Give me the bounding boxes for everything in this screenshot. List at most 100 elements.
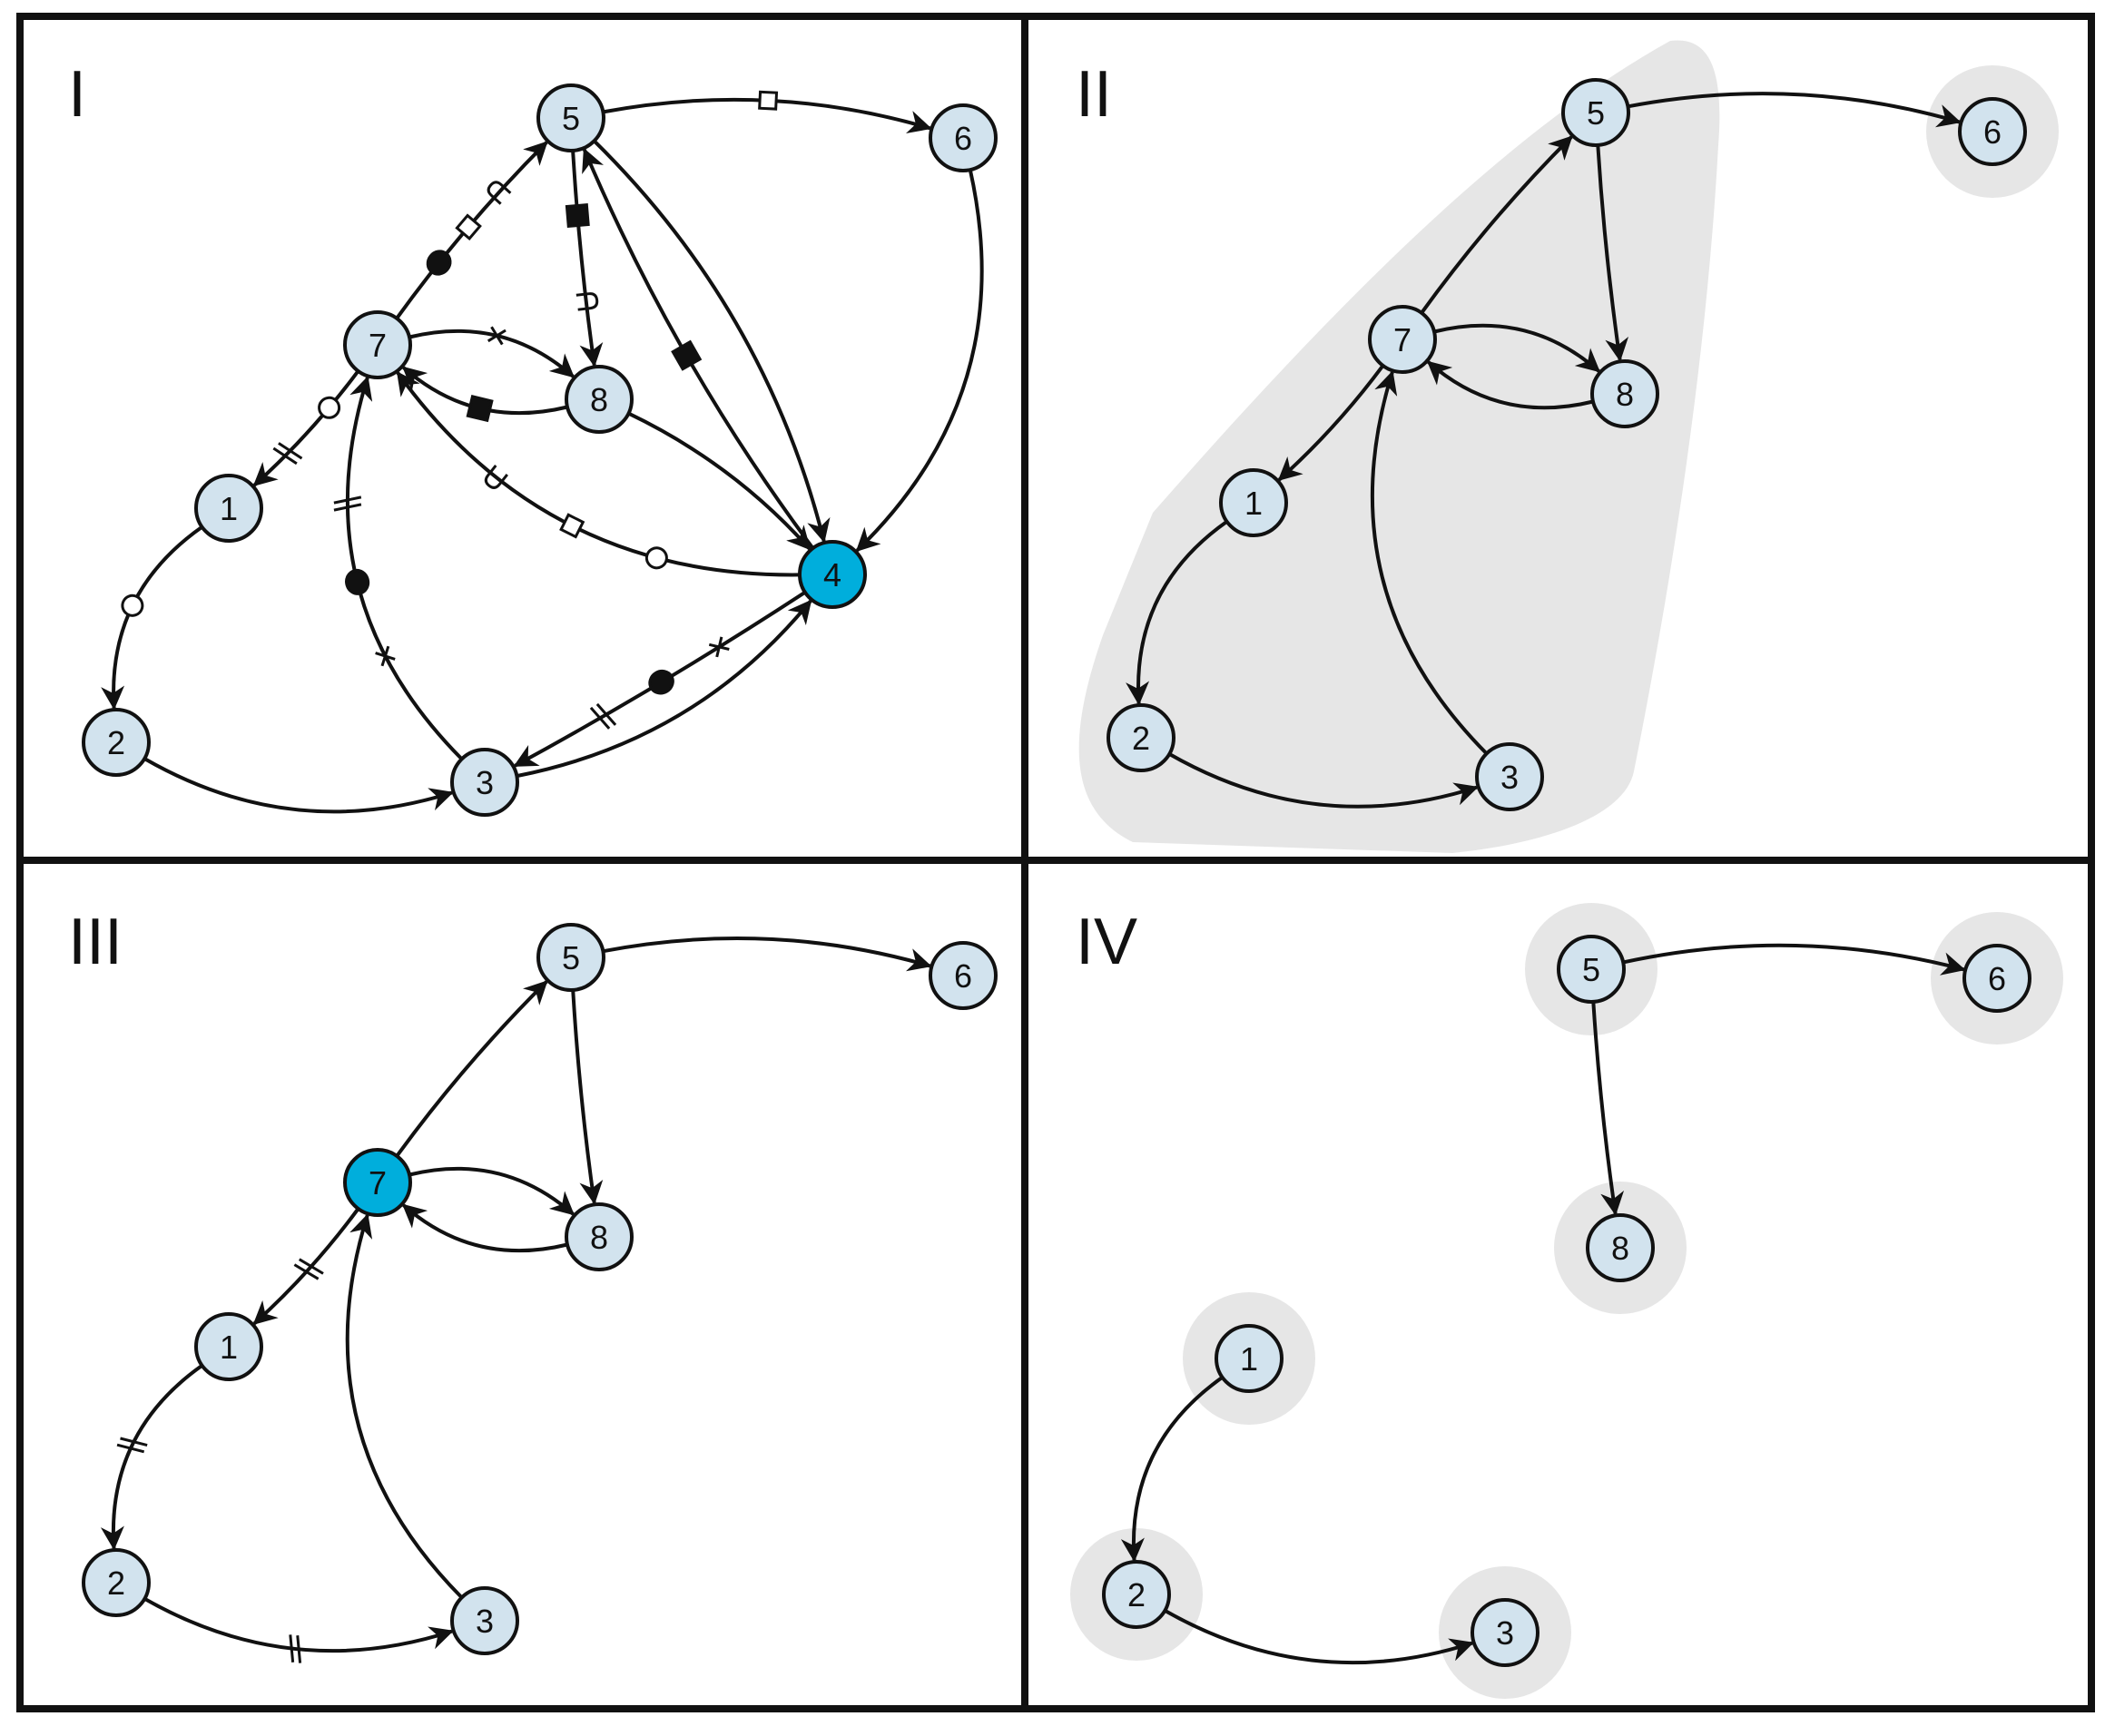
panel-I-node-5: 5 (536, 83, 605, 152)
panel-IV-node-6: 6 (1962, 944, 2031, 1013)
panel-I-edge-7-5-mark-hook (487, 181, 512, 205)
panel-I-node-6-circle (929, 103, 998, 172)
panel-III-node-8: 8 (565, 1202, 634, 1271)
edge-marks-layer (116, 90, 779, 1663)
panel-I-edge-4-7-mark-square (559, 513, 585, 539)
panel-III-node-3-circle (450, 1586, 519, 1655)
panel-II-node-1-circle (1219, 468, 1288, 537)
panel-I-node-1: 1 (194, 474, 263, 543)
panel-III-edge-1-2-mark-double-slash (116, 1437, 148, 1454)
panel-III-node-5: 5 (536, 923, 605, 992)
panel-II-edge-2-to-3 (1168, 752, 1479, 809)
panel-III-node-1-circle (194, 1312, 263, 1381)
panel-III-edge-3-to-7 (345, 1213, 464, 1599)
panel-I-edge-5-6-mark-square (758, 90, 779, 111)
panel-III-node-2-circle (82, 1548, 151, 1617)
panel-III-node-3: 3 (450, 1586, 519, 1655)
panel-IV-node-8-label: 8 (1611, 1230, 1629, 1267)
panel-IV-border (1021, 857, 2095, 1712)
panel-III-edge-7-to-8 (408, 1166, 575, 1216)
panel-I-edge-4-3-mark-filled-circle (648, 669, 674, 695)
panel-III-edge-2-to-3 (143, 1597, 454, 1653)
panel-II-node-6: 6 (1958, 97, 2027, 166)
panel-I-edge-5-to-8 (571, 150, 604, 368)
panel-I-edge-8-7-mark-filled-square (466, 395, 494, 423)
panel-I-edge-4-5-mark-filled-square (671, 339, 703, 371)
panel-II-node-3-label: 3 (1500, 759, 1519, 796)
panel-III-node-7: 7 (343, 1148, 412, 1217)
panel-III-edge-5-to-8 (571, 989, 604, 1205)
panel-I-node-5-circle (536, 83, 605, 152)
panel-II-node-8: 8 (1590, 359, 1659, 428)
panel-II-node-7: 7 (1368, 305, 1437, 374)
panel-II-edge-7-to-5 (1420, 135, 1573, 314)
panel-I-node-4: 4 (798, 540, 867, 609)
group-shading-layer (1070, 40, 2063, 1699)
panel-I-node-6-label: 6 (954, 120, 972, 157)
panel-I-node-3-circle (450, 748, 519, 817)
panel-I-node-7-label: 7 (369, 327, 387, 364)
panel-IV-node-2: 2 (1102, 1560, 1171, 1629)
panel-III-node-6-label: 6 (954, 957, 972, 995)
panel-II-node-1: 1 (1219, 468, 1288, 537)
panel-III-node-2: 2 (82, 1548, 151, 1617)
panel-IV-node-8-circle (1586, 1213, 1655, 1282)
panel-I-border (16, 13, 1028, 864)
panel-I-node-4-circle (798, 540, 867, 609)
panel-II-edge-1-to-2 (1126, 520, 1228, 706)
panel-I-edge-3-7-mark-double-slash (333, 495, 362, 512)
panel-IV-node-6-label: 6 (1988, 960, 2006, 997)
panel-I-edge-4-3-mark-double-slash (589, 702, 617, 730)
panel-III-edge-5-to-6 (603, 936, 932, 972)
panel-III-node-3-label: 3 (476, 1603, 494, 1640)
panel-I-edge-7-8-mark-cross (487, 326, 507, 346)
panel-III-node-6-circle (929, 941, 998, 1010)
panel-II-title: II (1076, 58, 1112, 131)
panel-IV-node-5-label: 5 (1582, 951, 1600, 988)
panel-I-node-2: 2 (82, 708, 151, 777)
panel-II-node-2-label: 2 (1132, 720, 1150, 757)
panel-I-edge-4-7-mark-hook (484, 465, 508, 489)
panel-II-node-5-circle (1561, 78, 1630, 147)
panel-IV-node-6-circle (1962, 944, 2031, 1013)
panel-IV-node-8: 8 (1586, 1213, 1655, 1282)
panel-II-node-6-circle (1958, 97, 2027, 166)
panel-III-title: III (68, 906, 123, 978)
panel-I-edge-7-5-mark-filled-circle (426, 250, 452, 276)
panel-IV-node-2-label: 2 (1127, 1576, 1146, 1613)
panel-II-node-8-circle (1590, 359, 1659, 428)
panel-III-node-2-label: 2 (107, 1564, 125, 1602)
panel-II-group-region-0 (1078, 40, 1720, 853)
panel-IV-node-2-circle (1102, 1560, 1171, 1629)
panel-II-node-5: 5 (1561, 78, 1630, 147)
panel-II-edge-5-to-8 (1596, 144, 1629, 362)
panel-IV-title: IV (1076, 906, 1137, 978)
panel-II-node-8-label: 8 (1616, 376, 1634, 413)
panel-II-edge-7-to-1 (1277, 364, 1385, 482)
panel-II-node-7-label: 7 (1393, 321, 1412, 358)
panel-IV-edge-2-to-3 (1164, 1609, 1474, 1665)
edges-layer (100, 92, 1966, 1665)
panel-I-node-2-circle (82, 708, 151, 777)
panel-II-edge-5-to-6 (1628, 92, 1962, 128)
panel-I-node-1-label: 1 (220, 490, 238, 527)
panel-I-node-7: 7 (343, 310, 412, 379)
panel-III-edge-8-to-7 (401, 1203, 568, 1253)
panel-III-edge-7-to-1 (252, 1207, 360, 1325)
panel-IV-node-1-circle (1215, 1324, 1284, 1393)
panel-II-edge-3-to-7 (1371, 370, 1489, 755)
panel-I-node-6: 6 (929, 103, 998, 172)
panel-I-node-2-label: 2 (107, 724, 125, 761)
panel-I-edge-4-7-mark-circle (644, 546, 668, 570)
panel-II-node-7-circle (1368, 305, 1437, 374)
panel-IV-node-3: 3 (1471, 1598, 1539, 1667)
panel-I-node-8-label: 8 (590, 381, 608, 418)
panel-II-node-3: 3 (1475, 742, 1544, 811)
panel-I-edge-1-2-mark-circle (121, 593, 144, 617)
panel-II-node-2-circle (1107, 703, 1175, 772)
panel-II-node-2: 2 (1107, 703, 1175, 772)
panel-II-node-6-label: 6 (1983, 113, 2002, 151)
panel-I-edge-6-to-4 (855, 169, 984, 553)
panel-I-edge-2-to-3 (143, 757, 454, 814)
panel-III-node-6: 6 (929, 941, 998, 1010)
